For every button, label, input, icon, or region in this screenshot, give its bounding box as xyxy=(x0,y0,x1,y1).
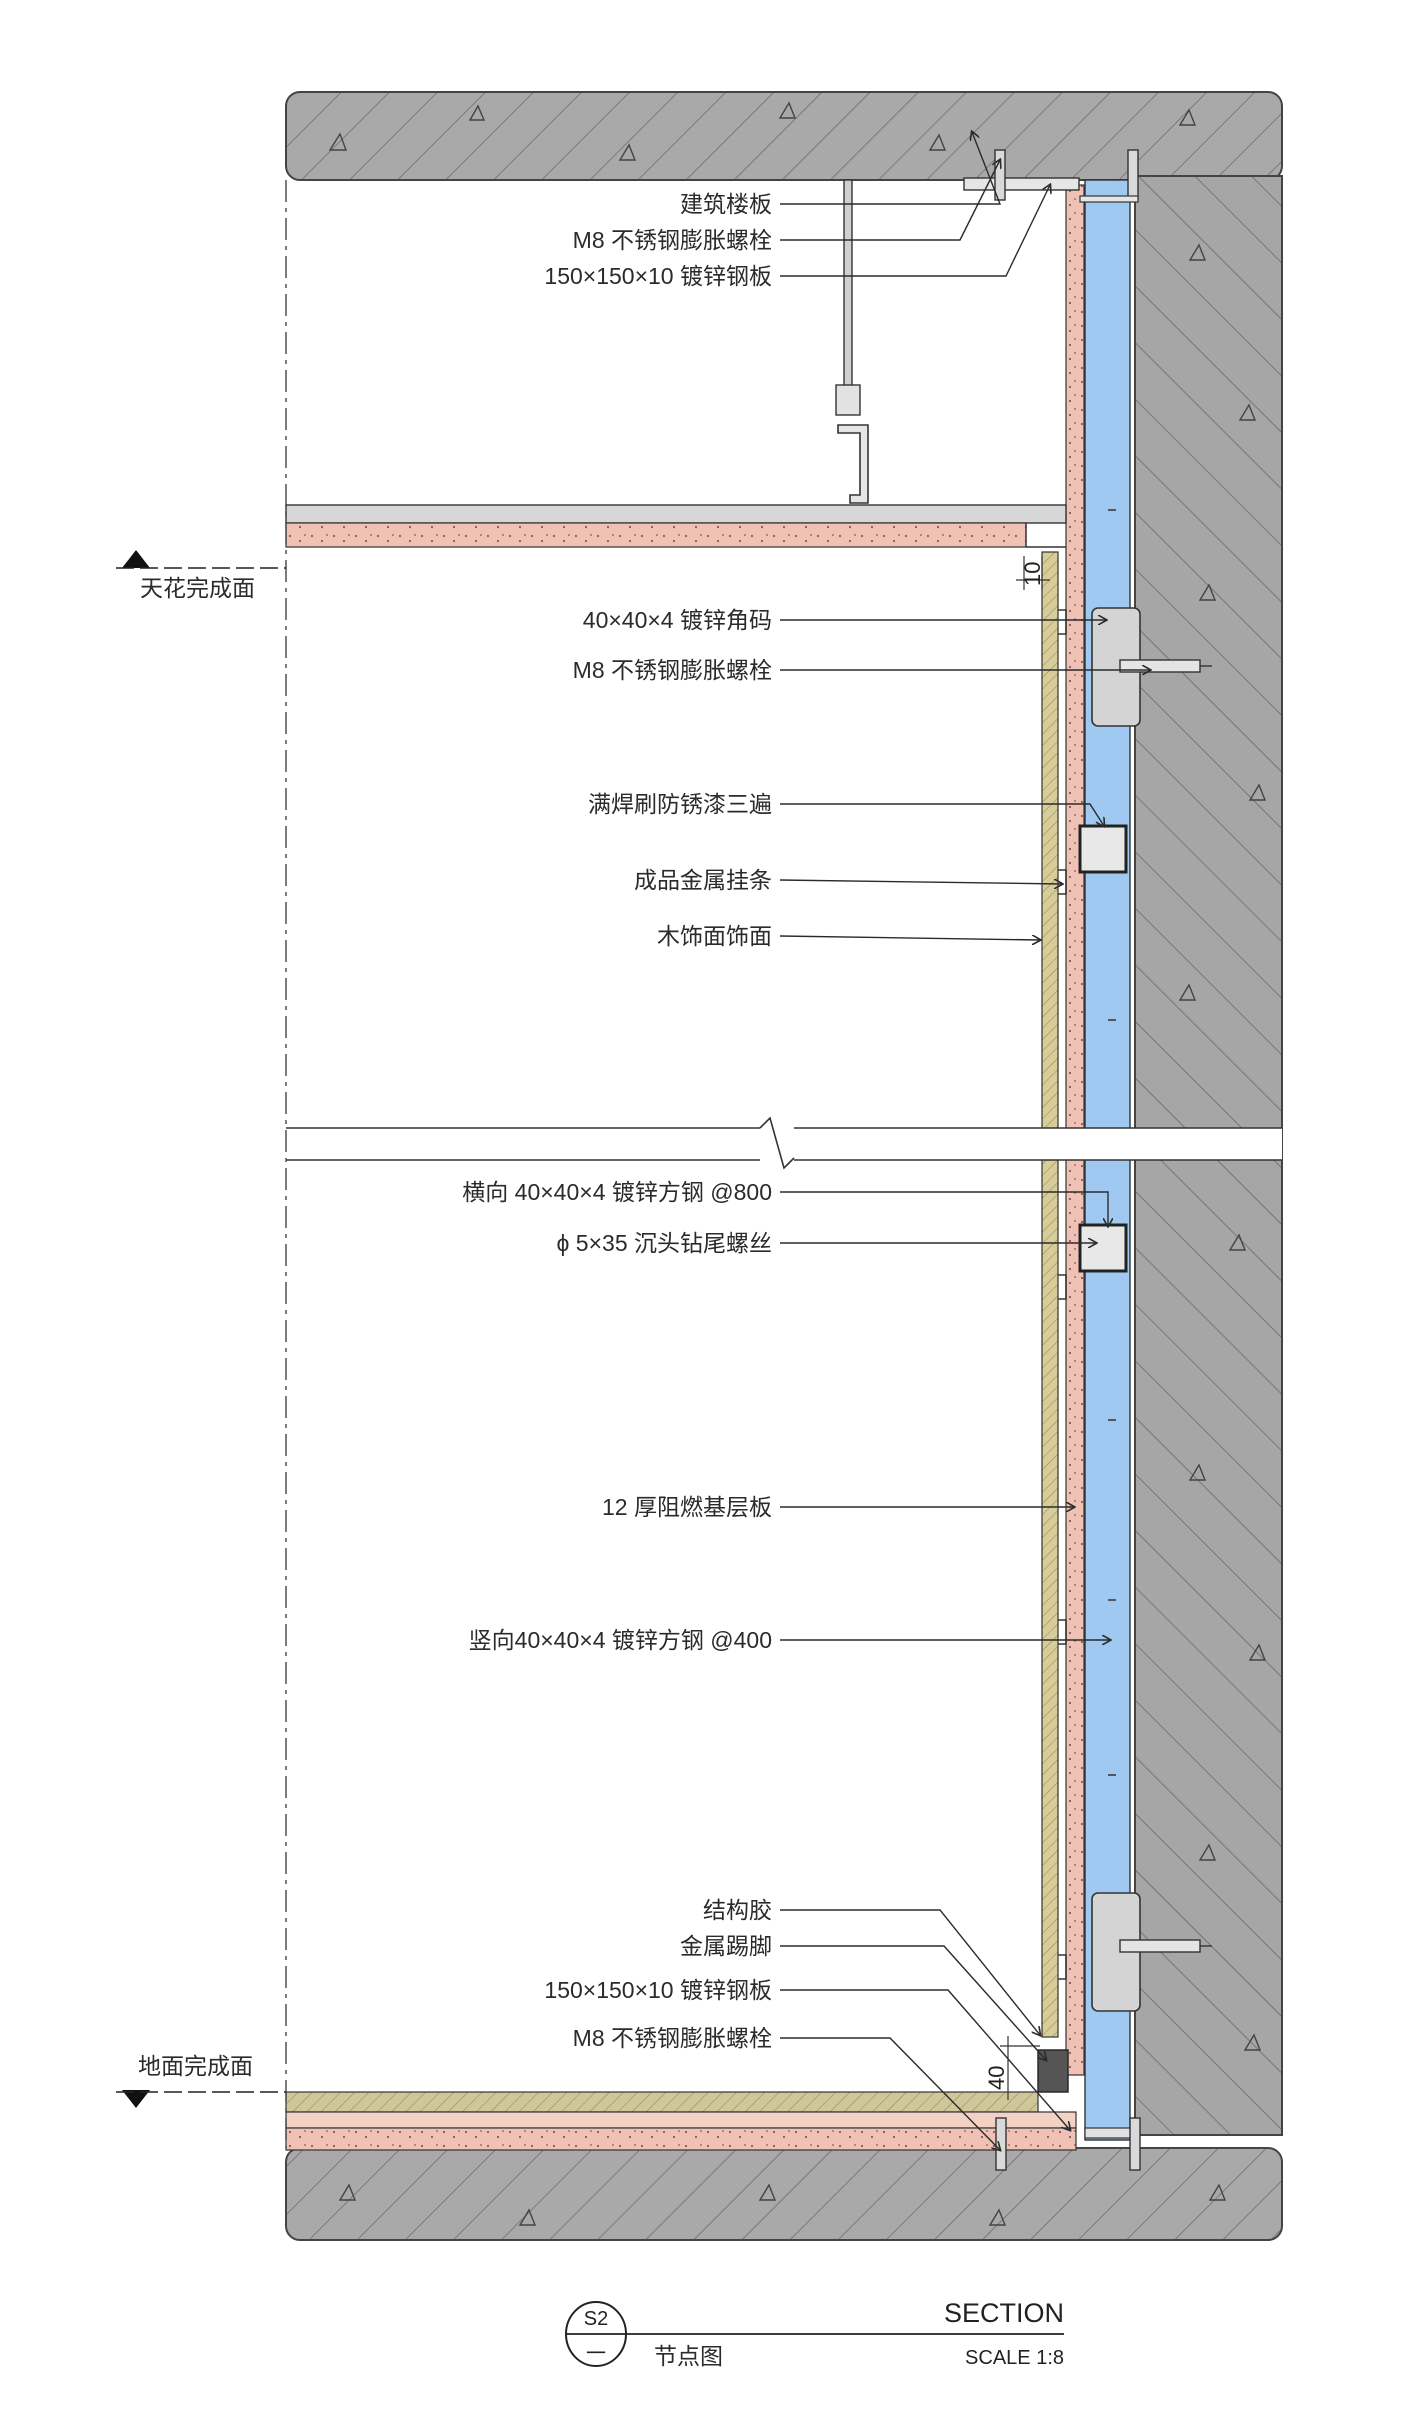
break-line xyxy=(286,1116,1282,1170)
leader-line-metal-strip xyxy=(779,880,1062,884)
leader-line-skirting xyxy=(780,1945,1046,2060)
callout-glue: 结构胶 xyxy=(703,1897,772,1923)
horizontal-steel-bottom xyxy=(1078,1223,1128,1273)
floor-level-marker: 地面完成面 xyxy=(116,2053,286,2108)
title-name: 节点图 xyxy=(654,2343,723,2369)
title-block: S2 一 节点图 SECTION SCALE 1:8 xyxy=(565,2298,1064,2369)
angle-bracket-bottom xyxy=(1091,1892,1212,2012)
ceiling-level-label: 天花完成面 xyxy=(140,575,255,601)
ceiling-hanger xyxy=(835,179,869,504)
angle-bracket-top xyxy=(1091,607,1212,727)
callout-welding: 满焊刷防锈漆三遍 xyxy=(588,791,772,817)
horizontal-steel-top xyxy=(1078,824,1128,874)
title-heading: SECTION xyxy=(944,2298,1064,2328)
ceiling-level-marker: 天花完成面 xyxy=(116,550,286,601)
callout-base-board: 12 厚阻燃基层板 xyxy=(602,1494,772,1520)
title-scale: SCALE 1:8 xyxy=(965,2347,1064,2369)
callout-m8-bolt-top: M8 不锈钢膨胀螺栓 xyxy=(573,227,772,253)
top-slab xyxy=(285,91,1283,181)
leader-line-m8-bolt-bottom xyxy=(780,2037,1000,2150)
dimension-40-label: 40 xyxy=(984,2066,1009,2090)
metal-strips xyxy=(1058,609,1067,1980)
leader-line-plate-bottom xyxy=(780,1989,1070,2130)
dimension-skirting: 40 xyxy=(984,2036,1040,2100)
floor-level-label: 地面完成面 xyxy=(138,2053,253,2079)
callout-vertical-steel: 竖向40×40×4 镀锌方钢 @400 xyxy=(469,1627,772,1653)
callout-wood-finish: 木饰面饰面 xyxy=(657,923,772,949)
leader-line-wood-finish xyxy=(779,936,1040,940)
title-code: S2 xyxy=(584,2308,608,2330)
wood-finish-layer xyxy=(1041,551,1059,2038)
callout-m8-bolt-mid: M8 不锈钢膨胀螺栓 xyxy=(573,657,772,683)
callout-m8-bolt-bottom: M8 不锈钢膨胀螺栓 xyxy=(573,2025,772,2051)
ceiling-panel xyxy=(285,504,1067,548)
callout-plate-bottom: 150×150×10 镀锌钢板 xyxy=(544,1977,772,2003)
callout-screw: ϕ 5×35 沉头钻尾螺丝 xyxy=(557,1230,772,1256)
bottom-slab xyxy=(285,2147,1283,2241)
dimension-10-label: 10 xyxy=(1020,562,1045,586)
callout-angle-code: 40×40×4 镀锌角码 xyxy=(583,607,772,633)
leader-line-m8-bolt-top xyxy=(780,160,1000,241)
callout-metal-strip: 成品金属挂条 xyxy=(634,867,772,893)
leader-line-plate-top xyxy=(780,185,1050,277)
callout-floor-slab: 建筑楼板 xyxy=(680,191,772,217)
callout-horizontal-steel: 横向 40×40×4 镀锌方钢 @800 xyxy=(462,1179,772,1205)
callout-skirting: 金属踢脚 xyxy=(680,1933,772,1959)
vertical-steel-tubes xyxy=(1108,509,1116,1776)
callout-plate-top: 150×150×10 镀锌钢板 xyxy=(544,263,772,289)
title-number: 一 xyxy=(586,2343,606,2365)
leader-line-horizontal-steel xyxy=(780,1191,1108,1226)
leader-line-welding xyxy=(780,803,1104,826)
dimension-ceiling-gap: 10 xyxy=(1016,556,1050,590)
callout-group: 建筑楼板 M8 不锈钢膨胀螺栓 150×150×10 镀锌钢板 40×40×4 镀锌角… xyxy=(462,132,1150,2150)
leader-line-glue xyxy=(780,1909,1040,2035)
leader-line-floor-slab xyxy=(780,132,1002,205)
